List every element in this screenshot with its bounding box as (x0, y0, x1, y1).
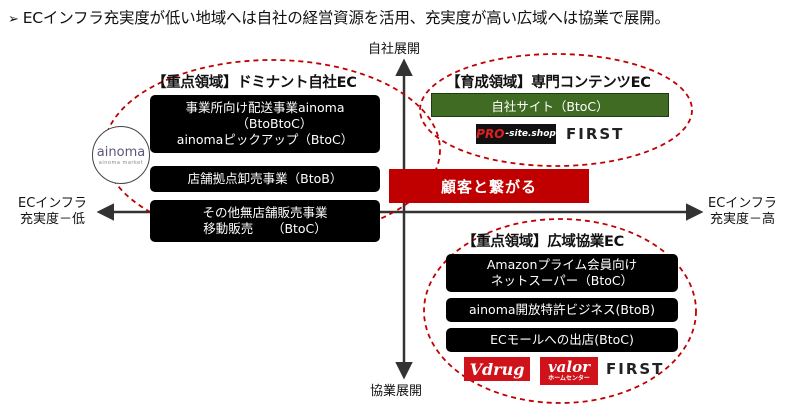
content-ellipse (419, 53, 693, 167)
dominant-item-wholesale: 店舗拠点卸売事業（BtoB） (150, 166, 380, 192)
vdrug-logo: Vdrug (464, 357, 530, 381)
dominant-group-title: 【重点領域】ドミナント自社EC (152, 75, 357, 91)
wide-ellipse (423, 218, 697, 404)
content-group-title: 【育成領域】専門コンテンツEC (446, 75, 651, 91)
axis-label-bottom: 協業展開 (370, 384, 423, 399)
first-logo-content: FIRST (566, 125, 625, 143)
center-label-bar: 顧客と繋がる (389, 169, 589, 203)
valor-logo-name: valor (547, 357, 591, 376)
wide-item-patent: ainoma開放特許ビジネス(BtoB) (446, 298, 678, 322)
axis-label-left: ECインフラ 充実度－低 (18, 196, 87, 227)
proshop-logo-prefix: PRO (476, 127, 505, 141)
ainoma-logo-sub: ainoma market (98, 159, 144, 166)
wide-item-ec-mall: ECモールへの出店(BtoC) (446, 328, 678, 352)
headline-text: ECインフラ充実度が低い地域へは自社の経営資源を活用、充実度が高い広域へは協業で… (22, 9, 670, 27)
first-logo-wide: FIRST (606, 360, 665, 378)
proshop-logo: PRO-site.shop (476, 124, 556, 144)
axis-label-right: ECインフラ 充実度－高 (708, 196, 777, 227)
ainoma-logo: ainoma ainoma market (92, 126, 150, 184)
wide-item-amazon: Amazonプライム会員向け ネットスーパー（BtoC） (446, 254, 678, 292)
wide-group-title: 【重点領域】広域協業EC (462, 234, 624, 250)
proshop-logo-rest: -site.shop (505, 129, 556, 139)
headline: ➢ECインフラ充実度が低い地域へは自社の経営資源を活用、充実度が高い広域へは協業… (8, 6, 670, 28)
valor-logo-sub: ホームセンター (548, 374, 590, 382)
dominant-item-delivery: 事業所向け配送事業ainoma （BtoBtoC） ainomaピックアップ（B… (150, 95, 380, 153)
ainoma-logo-name: ainoma (96, 144, 146, 160)
dominant-item-mobile-sales: その他無店舗販売事業 移動販売 （BtoC） (150, 200, 380, 242)
valor-logo: valor ホームセンター (540, 357, 598, 385)
content-item-own-site: 自社サイト（BtoC） (431, 93, 669, 117)
arrow-bullet-icon: ➢ (8, 12, 19, 27)
axis-label-top: 自社展開 (368, 42, 421, 57)
